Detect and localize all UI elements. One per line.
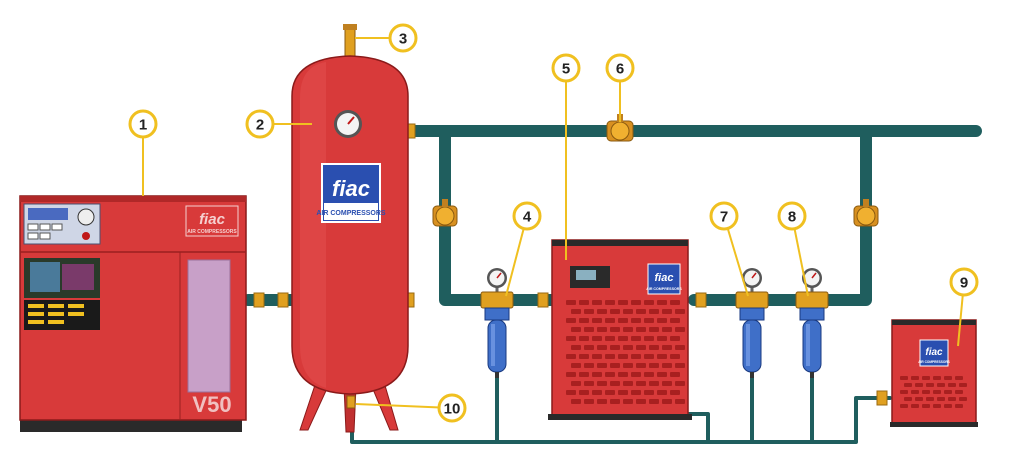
callout-number: 2 xyxy=(256,117,264,134)
dryer-vent-grille xyxy=(566,300,685,404)
tank-brand-name: fiac xyxy=(332,176,370,201)
condensate-separator-unit: fiac AIR COMPRESSORS xyxy=(890,319,978,427)
callout-number: 10 xyxy=(444,401,461,418)
pressure-gauge-icon xyxy=(487,268,507,288)
dryer-brand-logo: fiac AIR COMPRESSORS xyxy=(646,263,682,295)
ball-valve-icon xyxy=(606,114,634,142)
unit-brand-logo: fiac AIR COMPRESSORS xyxy=(918,339,950,367)
callout-7: 7 xyxy=(709,201,749,297)
callout-number: 7 xyxy=(720,209,728,226)
unit-vent-grille xyxy=(900,376,967,408)
inline-filters xyxy=(480,268,829,378)
dryer-brand-subtitle: AIR COMPRESSORS xyxy=(646,287,682,291)
callout-4: 4 xyxy=(505,201,542,297)
callout-number: 8 xyxy=(788,209,796,226)
ball-valve-icon xyxy=(853,199,879,227)
callout-2: 2 xyxy=(245,109,312,139)
callout-number: 3 xyxy=(399,31,407,48)
pressure-gauge-icon xyxy=(802,268,822,288)
screw-compressor: fiac AIR COMPRESSORS V50 xyxy=(19,195,247,432)
unit-brand-subtitle: AIR COMPRESSORS xyxy=(918,360,950,364)
compressor-brand-logo: fiac xyxy=(199,211,226,228)
tank-brand-subtitle: AIR COMPRESSORS xyxy=(316,210,386,217)
compressor-brand-subtitle: AIR COMPRESSORS xyxy=(187,229,237,235)
callout-5: 5 xyxy=(551,53,581,260)
callout-10: 10 xyxy=(355,393,467,423)
air-receiver-tank: fiac AIR COMPRESSORS xyxy=(291,24,409,433)
filter-housing-icon xyxy=(735,268,769,378)
refrigerated-dryer: fiac AIR COMPRESSORS xyxy=(548,239,692,420)
tank-brand-logo: fiac AIR COMPRESSORS xyxy=(316,163,386,223)
bypass-pipe-left xyxy=(439,125,558,306)
unit-brand-name: fiac xyxy=(925,347,943,358)
dryer-brand-name: fiac xyxy=(655,272,674,284)
callout-number: 9 xyxy=(960,275,968,292)
filter-housing-icon xyxy=(795,268,829,378)
pressure-gauge-icon xyxy=(334,110,362,138)
pipe-couplings xyxy=(253,123,888,406)
callout-1: 1 xyxy=(128,109,158,196)
control-panel-icon xyxy=(23,203,101,245)
ball-valve-icon xyxy=(432,199,458,227)
callout-8: 8 xyxy=(777,201,809,297)
callout-number: 4 xyxy=(523,209,532,226)
callout-number: 1 xyxy=(139,117,147,134)
callout-9: 9 xyxy=(949,267,979,347)
callout-number: 6 xyxy=(616,61,624,78)
callout-number: 5 xyxy=(562,61,570,78)
compressor-model-label: V50 xyxy=(192,392,231,417)
callout-markers: 1 2 3 4 5 6 7 8 9 10 xyxy=(128,23,979,423)
callout-3: 3 xyxy=(355,23,418,53)
pressure-gauge-icon xyxy=(742,268,762,288)
callout-6: 6 xyxy=(605,53,635,122)
filter-housing-icon xyxy=(480,268,514,378)
